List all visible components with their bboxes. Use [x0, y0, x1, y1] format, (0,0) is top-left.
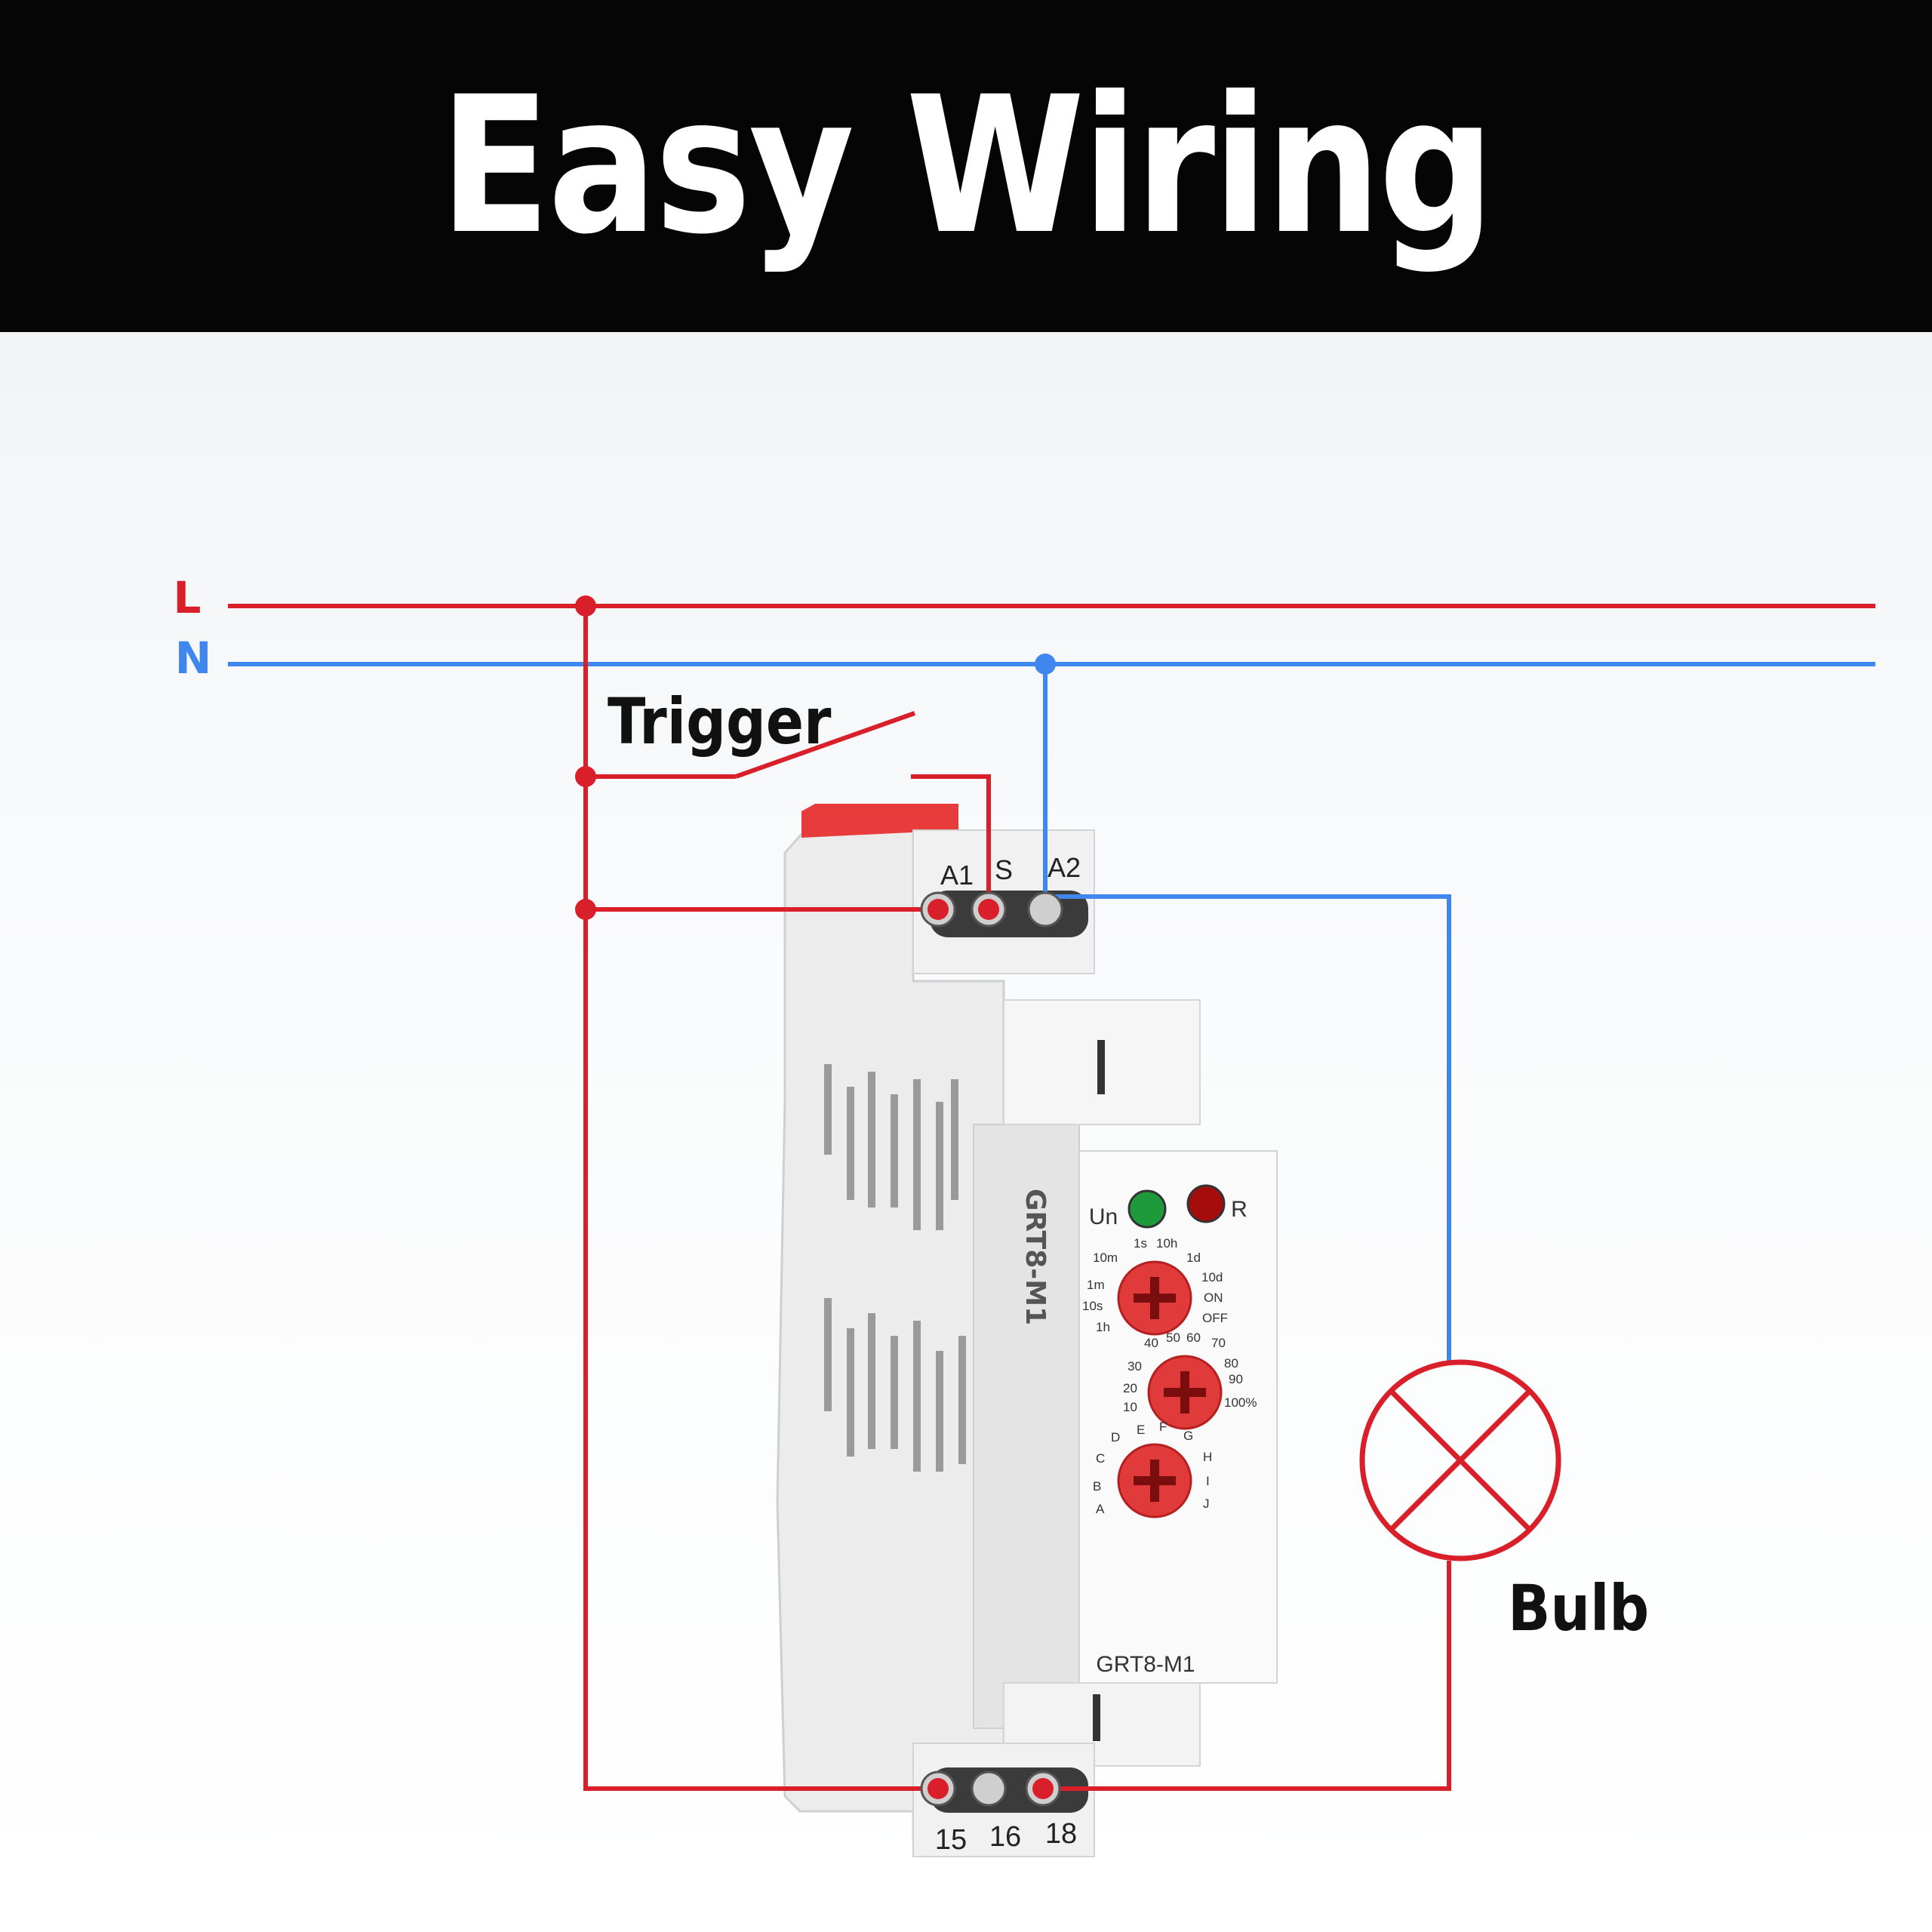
- terminal-18-label: 18: [1045, 1818, 1077, 1850]
- knob3-mark-f: F: [1159, 1420, 1167, 1434]
- wires: [228, 604, 1875, 1791]
- terminal-s-dot: [978, 899, 999, 920]
- terminal-15-label: 15: [935, 1824, 967, 1856]
- live-drop-wire: [583, 606, 938, 1791]
- knob2-mark-70: 70: [1211, 1336, 1226, 1350]
- page-title: Easy Wiring: [439, 56, 1495, 275]
- knob2-mark-90: 90: [1229, 1372, 1243, 1386]
- terminal-18-dot: [1032, 1778, 1054, 1799]
- terminal-16-screw: [971, 1770, 1007, 1807]
- knob2-mark-10: 10: [1123, 1400, 1137, 1414]
- live-junction-dot: [575, 595, 596, 617]
- terminal-a1-dot: [928, 899, 949, 920]
- knob3-mark-i: I: [1206, 1474, 1210, 1488]
- neutral-line-label: N: [175, 632, 212, 684]
- terminal-a2-screw: [1027, 891, 1063, 928]
- time-percent-knob: [1147, 1355, 1223, 1430]
- knob1-scale: 1s 10h 1d 10d ON OFF 10m 1m 10s 1h: [1082, 1236, 1228, 1334]
- knob3-mark-h: H: [1203, 1450, 1212, 1464]
- live-line-label: L: [174, 572, 202, 623]
- bulb-symbol: [1359, 1359, 1561, 1561]
- upper-cover-slot: [1097, 1040, 1105, 1094]
- terminal-16-label: 16: [989, 1821, 1021, 1853]
- knob2-mark-50: 50: [1166, 1331, 1180, 1345]
- bulb-cross-2: [1389, 1389, 1532, 1532]
- knob2-mark-100: 100%: [1224, 1395, 1257, 1410]
- knob3-mark-c: C: [1096, 1451, 1105, 1466]
- knob2-mark-80: 80: [1224, 1356, 1238, 1371]
- power-led: [1128, 1189, 1167, 1229]
- knob1-mark-10s: 10s: [1082, 1299, 1103, 1313]
- a1-junction-dot: [575, 899, 596, 920]
- side-model-label: GRT8-M1: [1020, 1189, 1051, 1325]
- knob2-mark-60: 60: [1186, 1331, 1201, 1345]
- knob3-mark-d: D: [1111, 1430, 1120, 1444]
- trigger-output-wire: [911, 774, 991, 909]
- knob1-mark-on: ON: [1204, 1291, 1223, 1305]
- relay-led: [1186, 1184, 1226, 1223]
- terminal-a2-label: A2: [1048, 852, 1081, 883]
- status-leds: [1128, 1184, 1226, 1229]
- terminal-a1-label: A1: [940, 860, 974, 891]
- terminal-15-dot: [928, 1778, 949, 1799]
- knob2-scale: 40 50 60 70 80 90 100% 30 20 10: [1123, 1331, 1257, 1414]
- knob2-mark-30: 30: [1128, 1359, 1142, 1374]
- front-model-label: GRT8-M1: [1096, 1652, 1195, 1677]
- function-mode-knob: [1117, 1443, 1192, 1518]
- knob3-mark-b: B: [1093, 1479, 1101, 1494]
- knob3-mark-j: J: [1203, 1497, 1210, 1511]
- knob3-mark-a: A: [1096, 1502, 1105, 1516]
- knob1-mark-1d: 1d: [1186, 1251, 1201, 1265]
- top-terminal-screws: [920, 891, 1063, 928]
- time-range-knob: [1117, 1260, 1192, 1336]
- side-markings: [824, 1064, 966, 1472]
- bulb-to-18-wire: [1043, 1561, 1451, 1791]
- bottom-terminal-screws: [920, 1770, 1061, 1807]
- knob1-mark-off: OFF: [1202, 1311, 1228, 1325]
- knob2-mark-40: 40: [1144, 1336, 1158, 1350]
- trigger-switch-blade: [734, 711, 916, 779]
- relay-led-label: R: [1231, 1197, 1247, 1222]
- bulb-circle: [1359, 1359, 1561, 1561]
- knob1-mark-10h: 10h: [1156, 1236, 1177, 1251]
- timer-relay-module: [776, 804, 1278, 1857]
- knob1-mark-1s: 1s: [1134, 1236, 1147, 1251]
- terminal-s-label: S: [995, 854, 1013, 885]
- trigger-junction-dot: [575, 766, 596, 787]
- knob3-mark-e: E: [1137, 1423, 1145, 1437]
- knob3-mark-g: G: [1183, 1429, 1193, 1443]
- setting-knobs: [1117, 1260, 1223, 1518]
- knob2-mark-20: 20: [1123, 1381, 1137, 1395]
- bulb-label: Bulb: [1508, 1571, 1649, 1645]
- junction-dots: [575, 595, 1056, 920]
- knob1-mark-1m: 1m: [1087, 1278, 1105, 1292]
- knob1-mark-1h: 1h: [1096, 1320, 1110, 1334]
- knob1-mark-10d: 10d: [1201, 1270, 1223, 1284]
- lower-cover-slot: [1093, 1694, 1100, 1741]
- knob1-mark-10m: 10m: [1093, 1251, 1118, 1265]
- neutral-junction-dot: [1035, 654, 1056, 675]
- title-banner: Easy Wiring: [0, 0, 1932, 332]
- module-red-tab: [801, 804, 958, 838]
- neutral-to-bulb-wire: [1045, 894, 1451, 1364]
- knob3-scale: D E F G H I J C B A: [1093, 1420, 1212, 1516]
- trigger-label: Trigger: [608, 685, 831, 758]
- power-led-label: Un: [1089, 1204, 1118, 1229]
